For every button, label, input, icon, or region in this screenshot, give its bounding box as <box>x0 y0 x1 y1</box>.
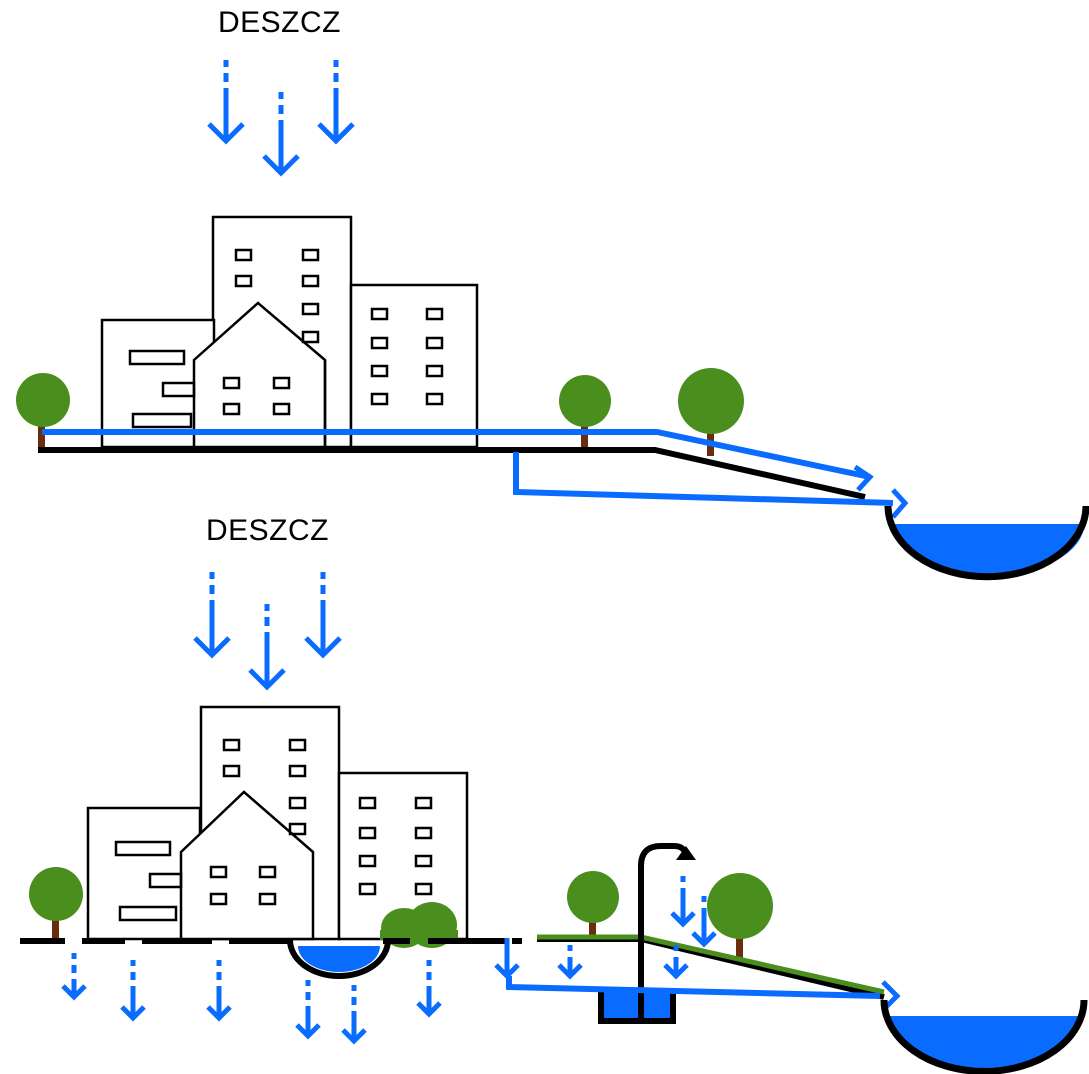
infiltration-arrow-icon <box>295 980 321 1040</box>
rain-label-bottom: DESZCZ <box>206 514 329 547</box>
infiltration-arrow-icon <box>416 960 442 1018</box>
surface-runoff <box>42 429 871 480</box>
pond-icon <box>884 505 1089 581</box>
rain-arrow-icon <box>304 572 342 659</box>
rainwater-tank <box>598 843 696 1024</box>
scene-sustainable <box>20 572 1088 1074</box>
infiltration-arrow-icon <box>206 960 232 1022</box>
sewer-pipe <box>513 452 894 506</box>
bush-icon <box>380 902 458 948</box>
pump-outlet-icon <box>676 846 696 860</box>
rain-arrow-icon <box>262 92 300 177</box>
rain-arrow-icon <box>317 60 355 145</box>
pond-icon <box>287 939 391 979</box>
tree-icon <box>29 867 83 940</box>
scene-conventional <box>16 60 1089 581</box>
tree-icon <box>707 873 773 958</box>
tree-icon <box>678 368 744 456</box>
rain-arrow-icon <box>193 572 231 659</box>
infiltration-arrow-icon <box>557 945 583 980</box>
rain-arrows-bottom <box>193 572 342 691</box>
rain-arrow-icon <box>248 604 286 691</box>
building-house <box>179 790 315 941</box>
infiltration-arrow-icon <box>691 896 717 948</box>
infiltration-arrow-icon <box>61 953 87 1001</box>
tree-icon <box>567 871 619 942</box>
rain-arrows-top <box>207 60 355 177</box>
rain-label-top: DESZCZ <box>218 6 341 39</box>
infiltration-arrow-icon <box>341 985 367 1045</box>
infiltration-arrows <box>61 876 717 1045</box>
buildings-top <box>100 215 479 449</box>
infiltration-arrow-icon <box>120 960 146 1022</box>
windows-top <box>128 248 444 429</box>
pond-icon <box>880 999 1088 1074</box>
tree-icon <box>16 373 70 448</box>
rain-arrow-icon <box>207 60 245 145</box>
buildings-bottom <box>86 705 469 941</box>
windows-bottom <box>114 738 433 922</box>
drainage-pipe <box>506 976 881 999</box>
building-right <box>349 283 479 449</box>
infiltration-arrow-icon <box>663 945 689 980</box>
infiltration-arrow-icon <box>670 876 696 928</box>
ground-line-top <box>38 447 866 500</box>
tree-icon <box>559 375 611 448</box>
